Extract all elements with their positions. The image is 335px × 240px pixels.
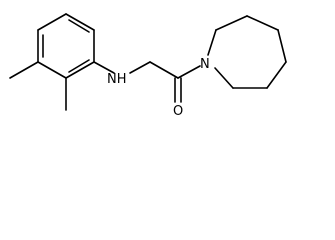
methyl-bond xyxy=(9,61,39,79)
bond xyxy=(65,61,95,79)
bond xyxy=(149,61,179,79)
double-bond-line xyxy=(68,59,90,73)
bond xyxy=(129,61,151,74)
bond xyxy=(37,61,67,79)
ring-nitrogen-label: N xyxy=(200,57,210,72)
bond xyxy=(214,67,234,89)
bond xyxy=(215,15,248,31)
bond xyxy=(207,29,217,56)
double-bond-line xyxy=(68,19,90,33)
bond xyxy=(246,15,279,31)
benzene-ring xyxy=(37,13,95,79)
bond xyxy=(93,61,115,74)
molecule-structure: NH O N xyxy=(9,13,287,119)
bond xyxy=(177,65,201,79)
azepane-ring xyxy=(207,15,287,89)
bond xyxy=(65,13,95,31)
bond xyxy=(266,61,287,89)
amine-nitrogen-label: NH xyxy=(107,72,127,87)
bond xyxy=(37,13,67,31)
carbonyl-oxygen-label: O xyxy=(173,104,183,119)
bond xyxy=(277,29,287,63)
